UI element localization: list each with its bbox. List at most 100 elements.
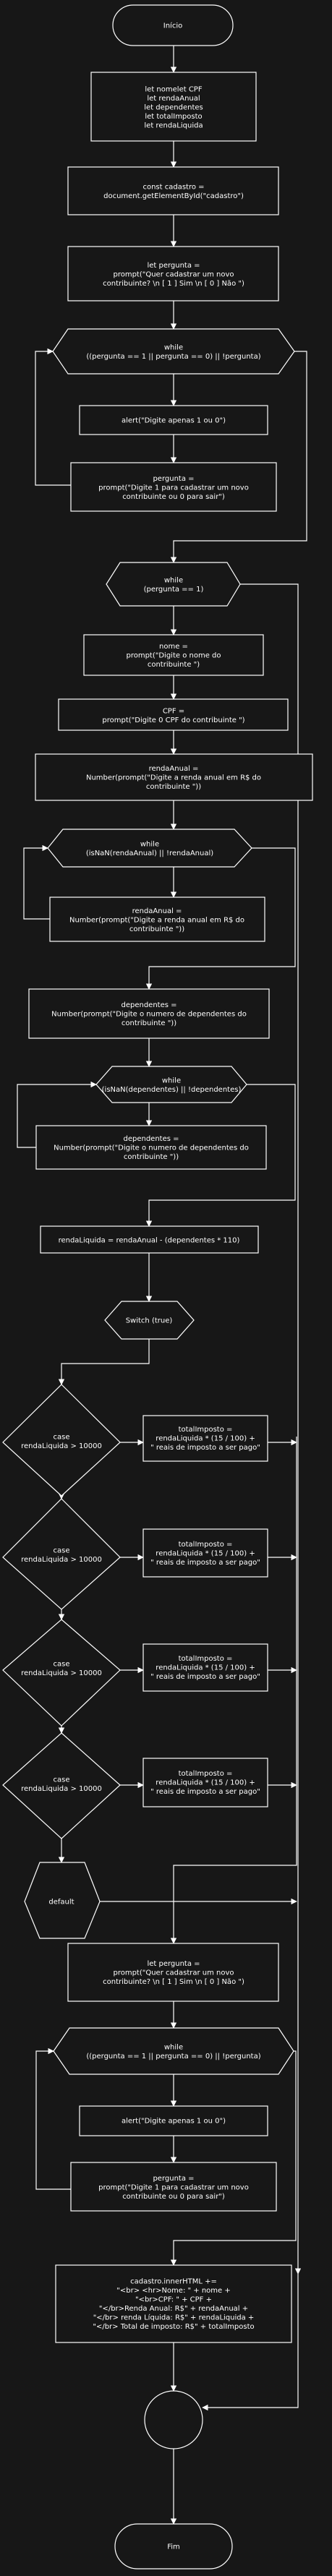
node-dep-text: dependentes = Number(prompt("Digite o num… <box>51 1001 247 1027</box>
node-text-line: rendaLiquida > 10000 <box>21 1442 102 1450</box>
node-text-line: pergunta = <box>153 2175 194 2183</box>
node-text-line: let pergunta = <box>147 1960 200 1968</box>
node-text-line: while <box>140 840 159 848</box>
node-fim-text: Fim <box>167 2543 180 2551</box>
node-redep: dependentes =Number(prompt("Digite o num… <box>35 1125 267 1170</box>
node-text-line: document.getElementById("cadastro") <box>103 192 244 200</box>
node-text-line: " reais de imposto a ser pago" <box>150 1559 260 1567</box>
node-text-line: Number(prompt("Digite a renda anual em R… <box>86 774 261 782</box>
node-fim: Fim <box>114 2523 233 2569</box>
node-default: default <box>24 1862 101 1939</box>
node-text-line: dependentes = <box>121 1001 176 1009</box>
node-while-dep: while(isNaN(dependentes) || !dependentes… <box>95 1066 247 1103</box>
node-calc2-text: totalImposto =rendaLiquida * (15 / 100) … <box>150 1541 260 1567</box>
node-text-line: totalImposto = <box>179 1426 233 1434</box>
node-while2-text: while((pergunta == 1 || pergunta == 0) |… <box>86 2043 260 2061</box>
node-text-line: let nomelet CPF <box>145 86 202 94</box>
node-text-line: rendaLiquida = rendaAnual - (dependentes… <box>59 1237 240 1245</box>
node-text-line: "<br> <hr>Nome: " + nome + <box>116 2287 231 2295</box>
node-liquida-text: rendaLiquida = rendaAnual - (dependentes… <box>59 1237 240 1245</box>
node-calc1-text: totalImposto =rendaLiquida * (15 / 100) … <box>150 1426 260 1452</box>
node-text-line: " reais de imposto a ser pago" <box>150 1444 260 1452</box>
node-calc1: totalImposto =rendaLiquida * (15 / 100) … <box>142 1415 268 1462</box>
node-text-line: CPF = <box>163 707 184 715</box>
node-text-line: (isNaN(dependentes) || !dependentes) <box>102 1086 242 1094</box>
arrow-loop-whiledep <box>17 1081 97 1148</box>
node-liquida: rendaLiquida = rendaAnual - (dependentes… <box>40 1225 259 1254</box>
node-text-line: let rendaAnual <box>147 95 200 103</box>
node-switch-text: Switch (true) <box>126 1317 173 1325</box>
node-text-line: "<br>CPF: " + CPF + <box>135 2295 212 2303</box>
node-text-line: let rendaLiquida <box>144 122 203 130</box>
node-while-main: while(pergunta == 1) <box>106 562 241 607</box>
node-text-line: ((pergunta == 1 || pergunta == 0) || !pe… <box>86 2053 260 2061</box>
node-while1-text: while((pergunta == 1 || pergunta == 0) |… <box>86 343 260 361</box>
node-text-line: alert("Digite apenas 1 ou 0") <box>122 2118 226 2126</box>
node-text-line: rendaLiquida * (15 / 100) + <box>156 1664 255 1672</box>
node-text-line: Number(prompt("Digite o numero de depend… <box>51 1011 247 1019</box>
node-text-line: alert("Digite apenas 1 ou 0") <box>122 417 226 425</box>
node-text-line: const cadastro = <box>142 183 204 191</box>
node-text-line: totalImposto = <box>179 1541 233 1549</box>
arrow-while2-exit <box>170 2050 297 2266</box>
node-cadastro-text: const cadastro =document.getElementById(… <box>103 183 244 200</box>
arrow-whilerenda-exit <box>145 847 296 990</box>
node-while-renda: while (isNaN(rendaAnual) || !rendaAnual) <box>47 829 252 868</box>
node-text-line: Number(prompt("Digite a renda anual em R… <box>69 917 244 925</box>
node-text-line: prompt("Quer cadastrar um novo <box>113 1969 234 1977</box>
node-text-line: default <box>48 1899 74 1907</box>
node-text-line: contribuinte ") <box>148 661 200 669</box>
node-text-line: let pergunta = <box>147 262 200 270</box>
node-while-dep-text: while(isNaN(dependentes) || !dependentes… <box>102 1077 242 1094</box>
node-while-main-text: while(pergunta == 1) <box>144 576 204 594</box>
node-text-line: Switch (true) <box>126 1317 173 1325</box>
node-text-line: Fim <box>167 2543 180 2551</box>
node-text-line: contribuinte ou 0 para sair") <box>122 2193 225 2201</box>
node-text-line: rendaLiquida * (15 / 100) + <box>156 1435 255 1443</box>
node-text-line: rendaAnual = <box>132 907 182 915</box>
node-text-line: prompt("Quer cadastrar um novo <box>113 271 234 279</box>
node-text-line: (isNaN(rendaAnual) || !rendaAnual) <box>86 850 213 857</box>
node-renda: rendaAnual =Number(prompt("Digite a rend… <box>35 753 313 801</box>
node-calc3: totalImposto =rendaLiquida * (15 / 100) … <box>142 1643 268 1692</box>
arrow-whiledep-exit <box>145 1084 296 1227</box>
node-text-line: prompt("Digite 1 para cadastrar um novo <box>98 484 249 492</box>
node-cadastro: const cadastro =document.getElementById(… <box>67 166 279 215</box>
node-text-line: ((pergunta == 1 || pergunta == 0) || !pe… <box>86 353 260 361</box>
node-while1: while((pergunta == 1 || pergunta == 0) |… <box>52 328 295 375</box>
node-switch: Switch (true) <box>104 1301 195 1340</box>
node-text-line: prompt("Digite 0 CPF do contribuinte ") <box>102 716 244 724</box>
node-text-line: contribuinte? \n [ 1 ] Sim \n [ 0 ] Não … <box>103 1978 244 1986</box>
node-calc3-text: totalImposto =rendaLiquida * (15 / 100) … <box>150 1655 260 1681</box>
node-rerenda-text: rendaAnual = Number(prompt("Digite a rend… <box>69 907 244 933</box>
node-default-text: default <box>48 1899 74 1907</box>
node-text-line: prompt("Digite 1 para cadastrar um novo <box>98 2184 249 2192</box>
node-text-line: Number(prompt("Digite o numero de depend… <box>54 1144 249 1152</box>
node-text-line: totalImposto = <box>179 1655 233 1663</box>
node-text-line: "</br> renda Líquida: R$" + rendaLiquida… <box>93 2313 255 2322</box>
node-text-line: contribuinte ")) <box>129 925 184 933</box>
node-text-line: while <box>164 576 183 584</box>
node-repergunta1-text: pergunta =prompt("Digite 1 para cadastra… <box>98 475 249 501</box>
node-text-line: " reais de imposto a ser pago" <box>150 1788 260 1796</box>
node-pergunta2-text: let pergunta =prompt("Quer cadastrar um … <box>103 1960 244 1986</box>
arrow-whilemain-exit <box>240 583 302 2275</box>
node-alert1: alert("Digite apenas 1 ou 0") <box>79 405 268 435</box>
node-repergunta2-text: pergunta =prompt("Digite 1 para cadastra… <box>98 2175 249 2201</box>
node-pergunta1: let pergunta =prompt("Quer cadastrar um … <box>67 246 279 301</box>
node-text-line: rendaLiquida * (15 / 100) + <box>156 1779 255 1787</box>
node-text-line: case <box>54 1660 70 1668</box>
node-text-line: rendaAnual = <box>149 765 199 773</box>
node-alert1-text: alert("Digite apenas 1 ou 0") <box>122 417 226 425</box>
node-text-line: contribuinte ")) <box>124 1153 179 1161</box>
node-text-line: nome = <box>159 643 188 651</box>
arrow-mainloop-back <box>202 2274 299 2411</box>
